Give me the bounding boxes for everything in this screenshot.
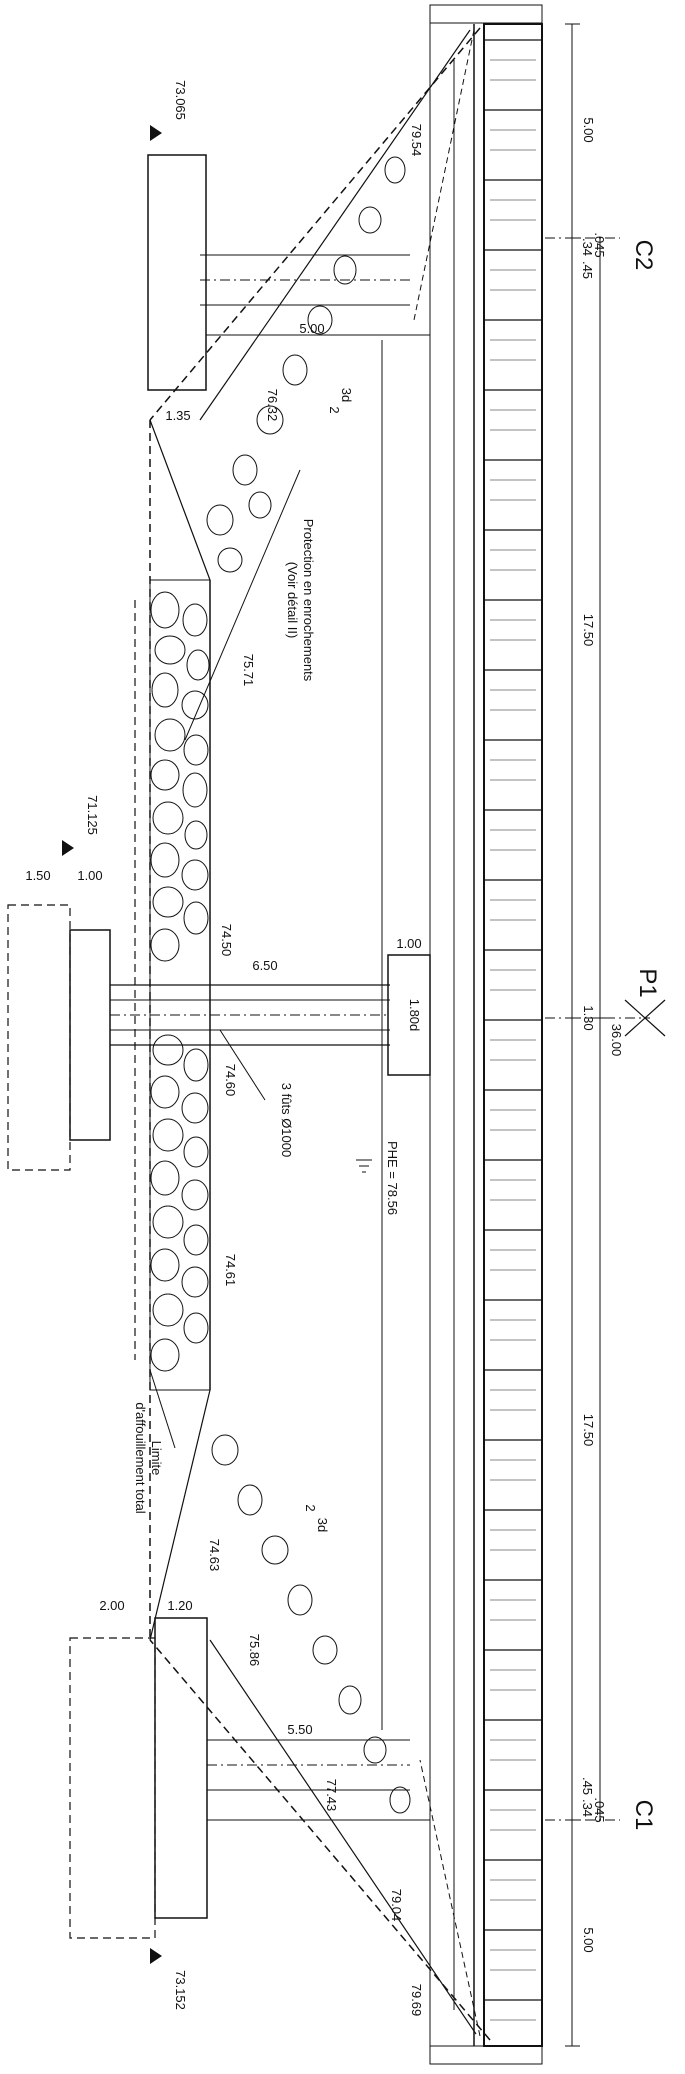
foundation-c1	[69, 1617, 430, 1939]
note-scour-line1: Limite	[149, 1441, 164, 1476]
span-dimension-lines	[565, 23, 607, 2047]
note-riprap-line1: Protection en enrochements	[301, 519, 316, 682]
dim-c1-bearing: .34	[580, 1799, 595, 1817]
elev-74-63: 74.63	[207, 1539, 222, 1572]
slope-top-v: 2	[327, 406, 342, 413]
axis-label-p1: P1	[634, 968, 661, 997]
note-piles: 3 fûts Ø1000	[279, 1083, 294, 1157]
elev-74-61: 74.61	[223, 1254, 238, 1287]
axis-label-c2: C2	[630, 240, 657, 271]
dim-mid-length: 6.50	[252, 958, 277, 973]
note-riprap-line2: (Voir détail II)	[285, 562, 300, 639]
elev-79-69: 79.69	[409, 1984, 424, 2017]
elev-75-86: 75.86	[247, 1634, 262, 1667]
dim-top-width: 1.35	[165, 408, 190, 423]
foundation-c2	[147, 154, 430, 391]
dim-top-length: 5.00	[299, 321, 324, 336]
dim-c1-seat: .45	[580, 1777, 595, 1795]
dim-p1-width: 1.30	[581, 1005, 596, 1030]
dim-mid-a: 1.50	[25, 868, 50, 883]
elev-75-71: 75.71	[241, 654, 256, 687]
dim-mid-b: 1.00	[77, 868, 102, 883]
phe-water-level	[356, 340, 383, 1730]
span-end-bottom: 5.00	[581, 1927, 596, 1952]
dim-p1-cap: 1.80d	[407, 999, 422, 1032]
elev-77-43: 77.43	[324, 1779, 339, 1812]
riprap-protection	[149, 156, 411, 1814]
bridge-deck	[429, 4, 543, 2065]
dim-c1-gap: .045	[592, 1797, 607, 1822]
elev-79-04: 79.04	[389, 1889, 404, 1922]
span-main-bottom: 17.50	[581, 1414, 596, 1447]
elevation-markers	[62, 125, 162, 1964]
span-total: 36.00	[609, 1024, 624, 1057]
elev-mid-foundation: 71.125	[85, 795, 100, 835]
note-scour-line2: d'affouillement total	[133, 1402, 148, 1513]
elev-74-50: 74.50	[219, 924, 234, 957]
slope-bot-h: 3d	[315, 1518, 330, 1532]
note-phe: PHE = 78.56	[385, 1141, 400, 1215]
elev-79-54: 79.54	[409, 124, 424, 157]
dim-c2-bearing: .34	[580, 238, 595, 256]
elev-74-60: 74.60	[223, 1064, 238, 1097]
dim-bot-b: 1.20	[167, 1598, 192, 1613]
elev-top-foundation: 73.065	[173, 80, 188, 120]
dim-p1-cap-width: 1.00	[396, 936, 421, 951]
axis-marker-p1	[545, 999, 666, 1037]
slope-top-h: 3d	[339, 388, 354, 402]
axis-label-c1: C1	[630, 1800, 657, 1831]
elev-bot-foundation: 73.152	[173, 1970, 188, 2010]
leader-lines	[149, 469, 301, 1449]
foundation-p1	[7, 904, 431, 1171]
dim-c2-seat: .45	[580, 261, 595, 279]
elev-76-32: 76.32	[265, 389, 280, 422]
slope-bot-v: 2	[303, 1504, 318, 1511]
dim-bot-a: 2.00	[99, 1598, 124, 1613]
span-end-top: 5.00	[581, 117, 596, 142]
span-main-top: 17.50	[581, 614, 596, 647]
dim-bot-length: 5.50	[287, 1722, 312, 1737]
dim-c2-gap: .045	[592, 232, 607, 257]
